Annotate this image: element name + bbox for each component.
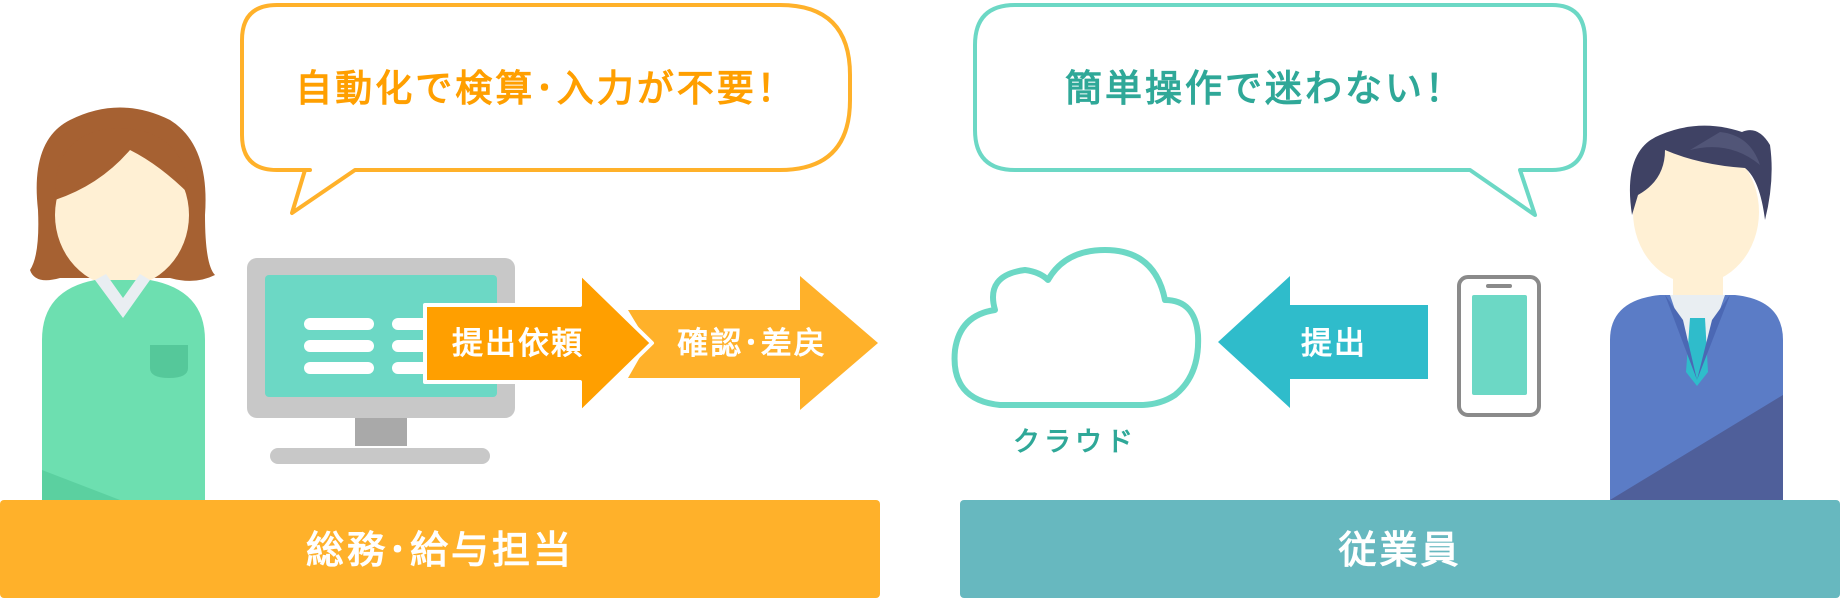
request-arrow: 提出依頼	[423, 271, 654, 415]
employee-role-bar: 従業員	[960, 500, 1840, 598]
staff-role-label: 総務･給与担当	[306, 528, 574, 572]
submit-arrow: 提出	[1218, 276, 1428, 408]
request-arrow-label: 提出依頼	[452, 326, 584, 362]
staff-person-illustration	[30, 107, 215, 500]
employee-person-illustration	[1610, 125, 1783, 500]
cloud-label: クラウド	[1013, 427, 1137, 458]
left-speech-text: 自動化で検算･入力が不要！	[295, 67, 797, 110]
cloud-icon	[951, 247, 1202, 408]
confirm-arrow: 確認･差戻	[628, 276, 878, 410]
left-speech-bubble: 自動化で検算･入力が不要！	[240, 3, 852, 215]
right-speech-bubble: 簡単操作で迷わない！	[973, 3, 1587, 217]
confirm-arrow-label: 確認･差戻	[677, 326, 827, 362]
employee-role-label: 従業員	[1337, 528, 1461, 572]
staff-role-bar: 総務･給与担当	[0, 500, 880, 598]
smartphone-icon	[1457, 275, 1541, 417]
submit-arrow-label: 提出	[1301, 326, 1367, 362]
right-speech-text: 簡単操作で迷わない！	[1065, 67, 1465, 110]
